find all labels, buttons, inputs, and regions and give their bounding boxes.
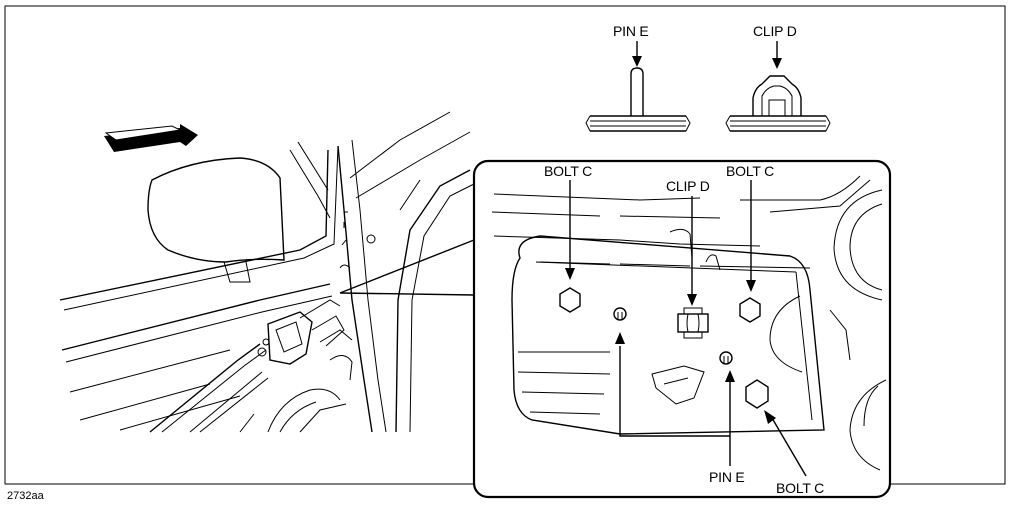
bolt-bottom-leader [764, 410, 807, 477]
pin-legend: PIN E [585, 23, 691, 132]
bolt-hex-icon [745, 379, 769, 409]
bolt-hex-icon [739, 297, 761, 323]
pin-detail-label: PIN E [709, 469, 745, 485]
pin-leaders [615, 332, 735, 466]
clip-legend: CLIP D [725, 23, 831, 132]
pin-legend-label: PIN E [613, 23, 649, 39]
detail-background [491, 175, 887, 471]
detail-box [472, 159, 892, 499]
bolt-hex-icon [559, 287, 581, 313]
bolt-top-right-leader [746, 180, 756, 292]
clip-legend-arrow [772, 41, 782, 69]
pin-icon [613, 307, 627, 321]
figure-code: 2732aa [7, 490, 45, 502]
detail-view: BOLT C CLIP D BOLT C PIN E BOLT C [472, 159, 892, 499]
forward-arrow-icon [104, 124, 198, 152]
side-mirror [147, 157, 285, 263]
clip-leader [687, 196, 697, 306]
clip-icon [677, 307, 709, 339]
clip-detail-label: CLIP D [666, 178, 710, 194]
bolt-bottom-label: BOLT C [776, 480, 824, 496]
detail-callout-lines [339, 239, 475, 296]
door-illustration [59, 111, 475, 433]
bolt-top-left-leader [565, 180, 575, 280]
pin-icon [585, 67, 691, 132]
bolt-top-right-label: BOLT C [726, 163, 774, 179]
clip-legend-label: CLIP D [753, 23, 797, 39]
clip-icon [725, 75, 831, 132]
pin-legend-arrow [632, 41, 642, 67]
door-handle [267, 311, 313, 365]
bolt-top-left-label: BOLT C [544, 163, 592, 179]
pin-icon [719, 351, 733, 365]
